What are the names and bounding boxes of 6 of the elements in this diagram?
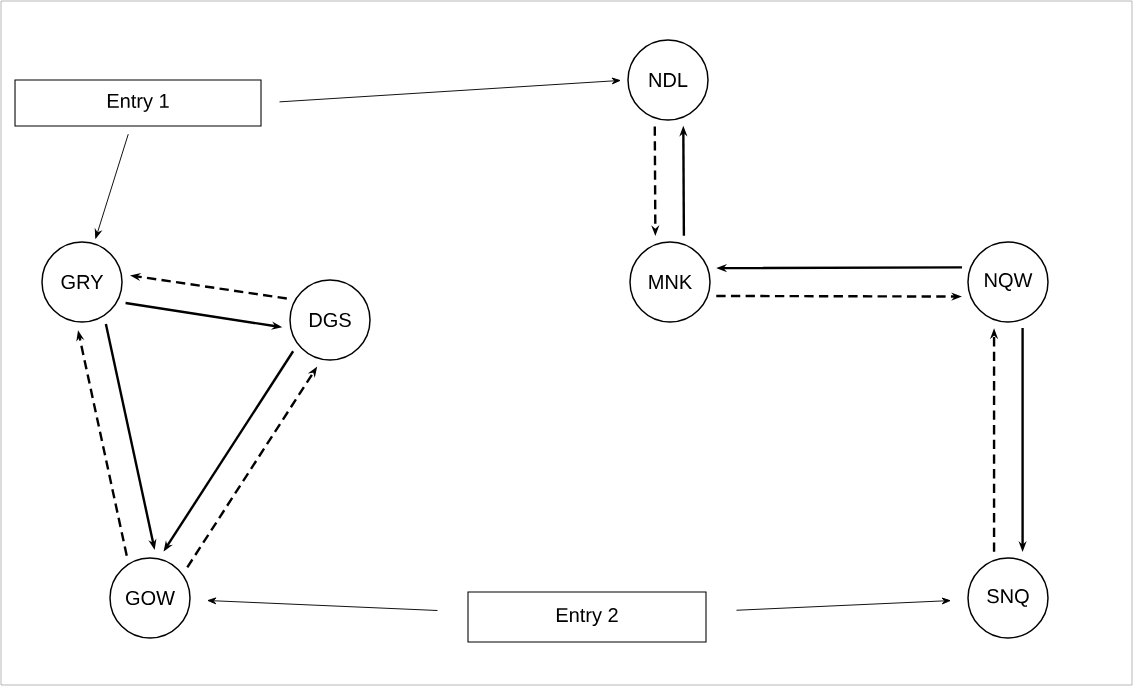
arrow — [736, 597, 951, 611]
arrow — [94, 133, 129, 239]
entry-box: Entry 2 — [467, 591, 707, 643]
arrow — [207, 597, 438, 611]
arrow — [279, 77, 621, 103]
entry-box: Entry 1 — [14, 79, 262, 127]
